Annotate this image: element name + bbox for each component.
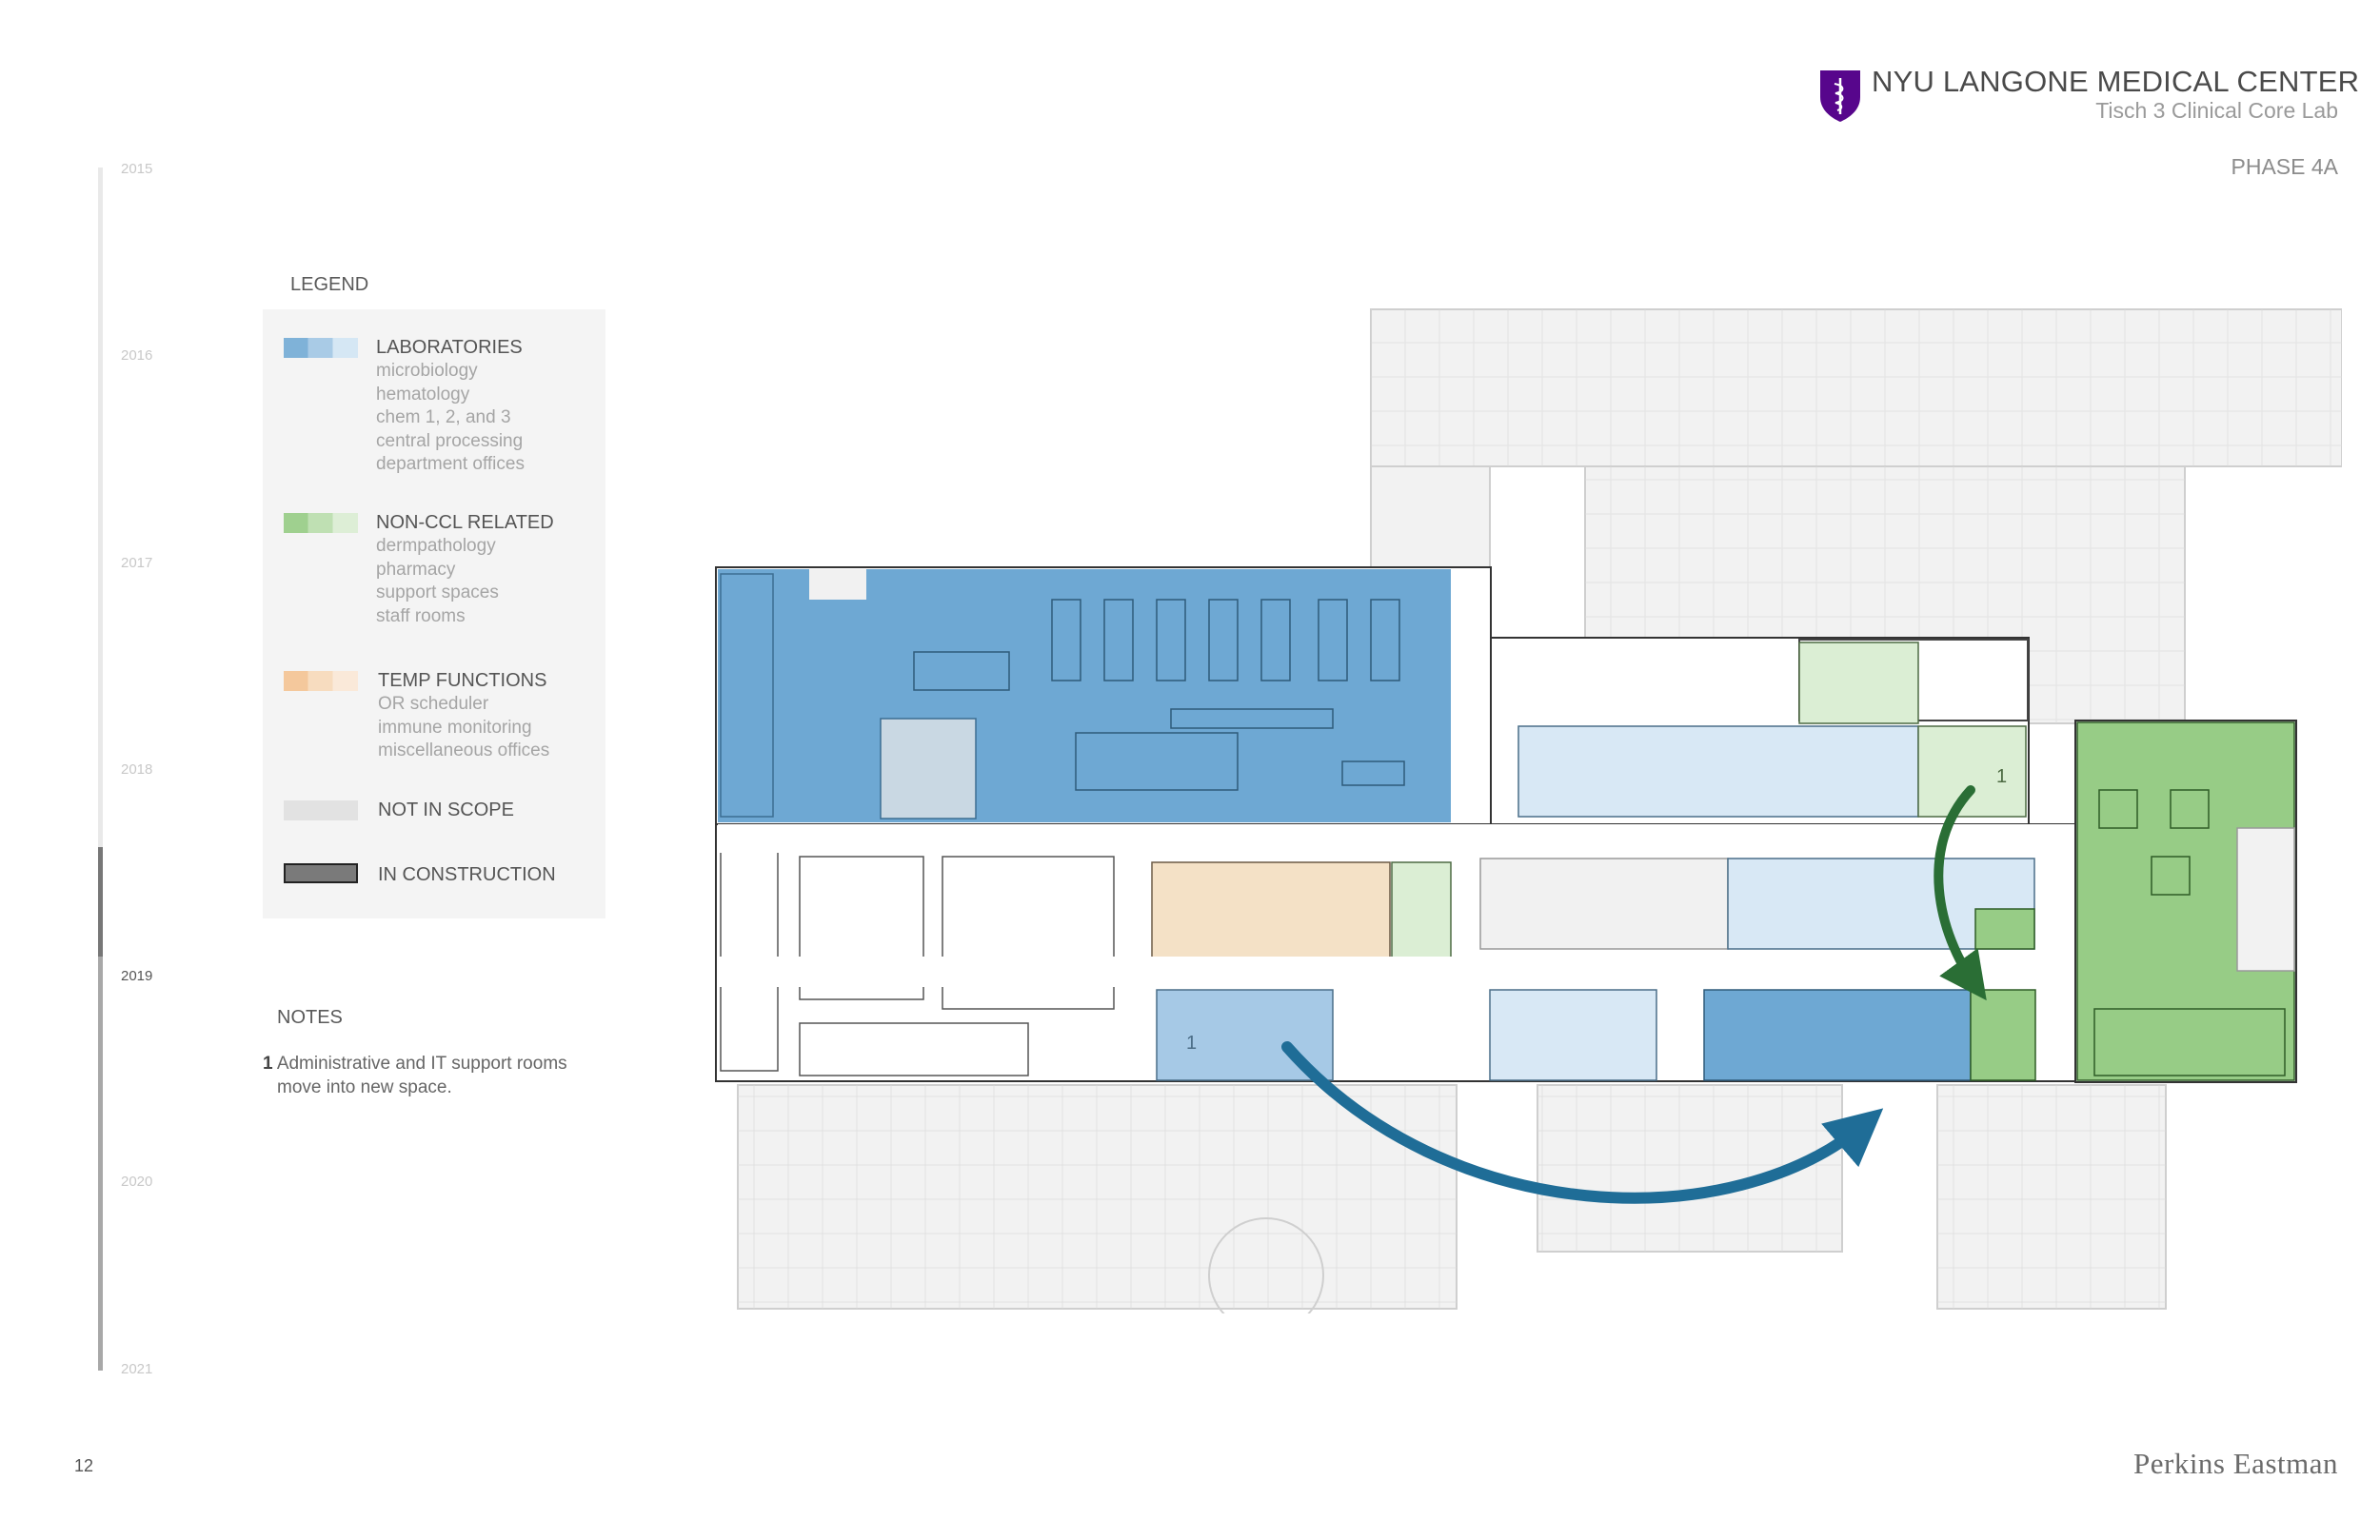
legend-swatch-in-construction: [284, 863, 358, 883]
notes-title: NOTES: [277, 1007, 343, 1028]
legend-swatch-laboratories: [284, 338, 358, 358]
page-number: 12: [74, 1456, 94, 1475]
timeline-track: [98, 168, 103, 1371]
legend-item: department offices: [376, 454, 525, 474]
legend-label-laboratories: LABORATORIES: [376, 337, 523, 358]
non-ccl-east-wing: [2074, 720, 2297, 1083]
legend-item: miscellaneous offices: [378, 740, 550, 760]
timeline-year: 2017: [121, 555, 153, 571]
note-number: 1: [263, 1054, 273, 1074]
timeline-year: 2018: [121, 761, 153, 778]
lab-hematology-new: [1703, 989, 1972, 1081]
legend-label-non-ccl: NON-CCL RELATED: [376, 512, 554, 533]
context-building-south: [737, 1084, 2167, 1313]
legend-swatch-temp-functions: [284, 671, 358, 691]
room-label-1-new: 1: [1996, 766, 2007, 787]
timeline-year: 2021: [121, 1361, 153, 1377]
non-ccl-support-room: [1391, 861, 1452, 958]
legend-item: staff rooms: [376, 605, 466, 626]
legend-item: chem 1, 2, and 3: [376, 407, 511, 427]
org-title: NYU LANGONE MEDICAL CENTER: [1872, 65, 2360, 98]
lab-microbiology-hematology: [718, 569, 1451, 822]
room-label-1-old: 1: [1186, 1033, 1197, 1054]
legend-label-not-in-scope: NOT IN SCOPE: [378, 800, 514, 820]
legend-label-in-construction: IN CONSTRUCTION: [378, 864, 556, 885]
timeline-future-segment: [98, 957, 103, 1371]
lab-chem-south: [1489, 989, 1657, 1081]
relocation-arrow-green: [1934, 785, 1987, 1001]
project-subtitle: Tisch 3 Clinical Core Lab: [2095, 98, 2338, 123]
timeline-current-segment: [98, 847, 103, 957]
legend-label-temp-functions: TEMP FUNCTIONS: [378, 670, 547, 691]
footer-brand: Perkins Eastman: [2133, 1447, 2338, 1480]
phase-label: PHASE 4A: [2231, 154, 2339, 179]
lab-chem-north: [1517, 725, 1919, 818]
relocation-arrow-blue: [1281, 1041, 1884, 1204]
note-text-cont: move into new space.: [277, 1076, 452, 1097]
non-ccl-small-room: [1974, 908, 2035, 950]
floor-plan: 1 1: [715, 308, 2342, 1313]
legend-item: support spaces: [376, 582, 499, 602]
legend-item: microbiology: [376, 361, 478, 381]
legend-swatch-not-in-scope: [284, 800, 358, 820]
legend-panel: LABORATORIES microbiology hematology che…: [263, 309, 605, 918]
legend-item: immune monitoring: [378, 717, 532, 738]
not-in-scope-core: [1479, 858, 1729, 950]
timeline-year: 2020: [121, 1174, 153, 1190]
non-ccl-north-rooms: [1917, 725, 2027, 818]
timeline-year: 2016: [121, 347, 153, 364]
legend-title: LEGEND: [290, 274, 369, 295]
timeline-year-active: 2019: [121, 968, 153, 984]
legend-item: hematology: [376, 384, 470, 405]
legend-item: central processing: [376, 430, 524, 451]
legend-item: pharmacy: [376, 559, 456, 580]
note-text: Administrative and IT support rooms: [276, 1054, 567, 1074]
nyu-shield-logo-icon: [1820, 70, 1860, 122]
note-item: 1 Administrative and IT support rooms mo…: [263, 1053, 567, 1099]
legend-item: dermpathology: [376, 536, 496, 556]
timeline-year: 2015: [121, 161, 153, 177]
legend-swatch-non-ccl: [284, 513, 358, 533]
temp-functions-area: [1151, 861, 1391, 958]
non-ccl-new-room: [1970, 989, 2036, 1081]
non-ccl-staff-rooms: [1798, 642, 1919, 724]
legend-item: OR scheduler: [378, 694, 489, 714]
